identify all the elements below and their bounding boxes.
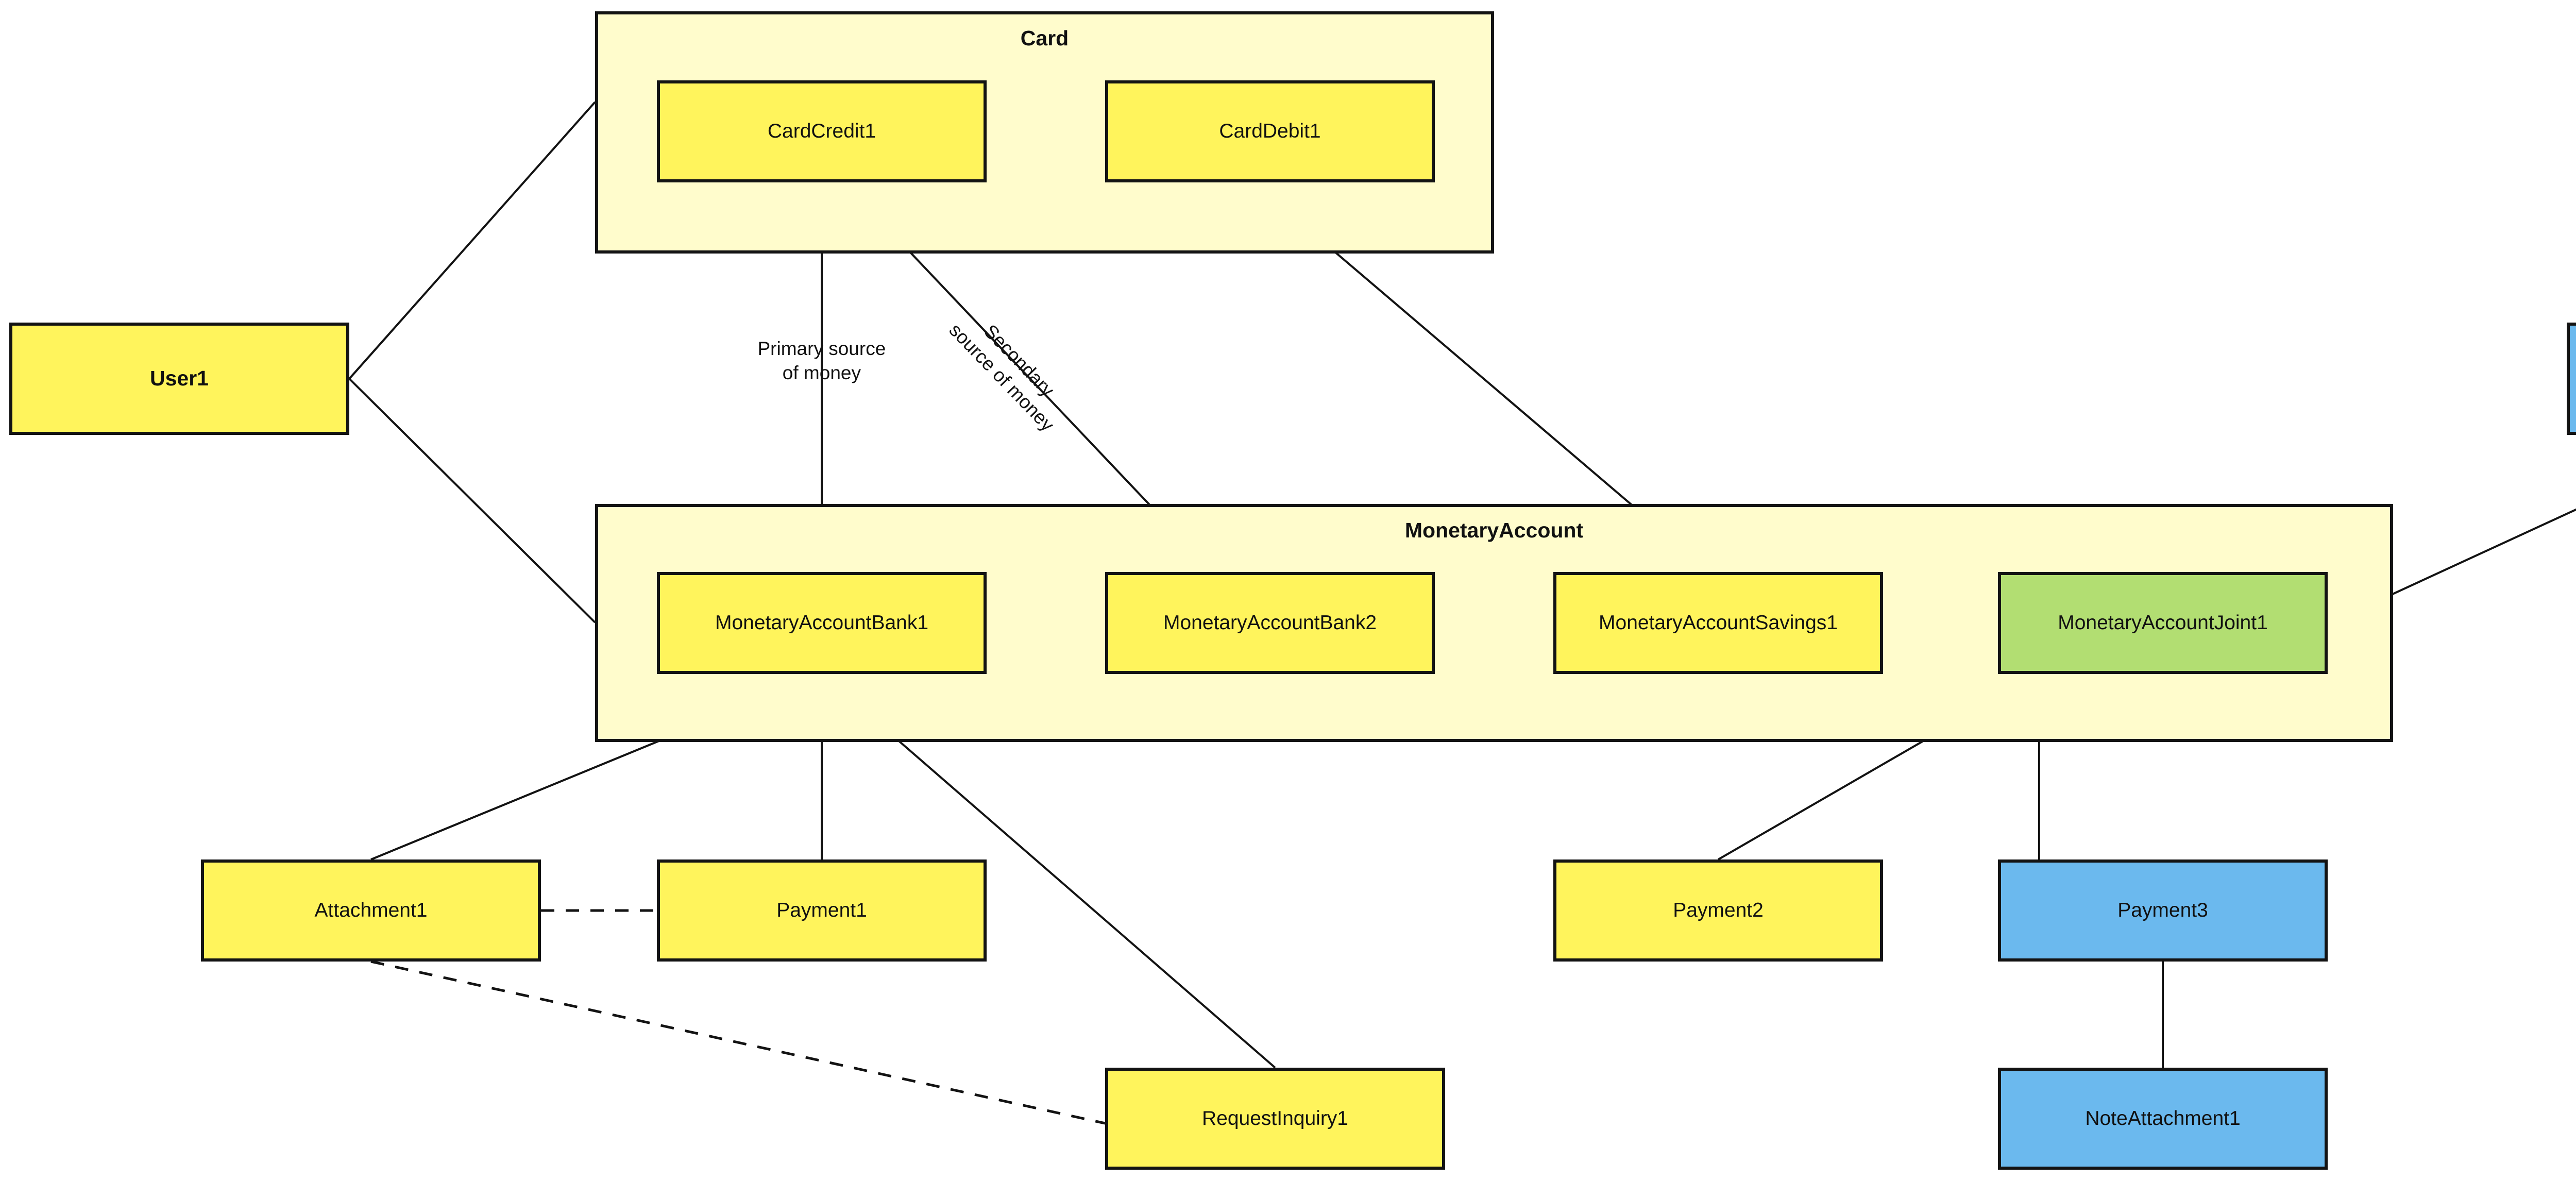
edge-label-primary-source-of-money: Primary source of money [757,338,886,383]
object-node-user1-label: User1 [150,366,209,391]
object-node-monetaryaccountbank1[interactable]: MonetaryAccountBank1 [657,572,987,674]
object-node-payment3[interactable]: Payment3 [1998,859,2328,962]
object-node-monetaryaccountbank1-label: MonetaryAccountBank1 [715,611,929,634]
edge-user1-card [348,101,596,380]
object-node-payment2-label: Payment2 [1673,899,1764,921]
edge-attachment1-requestinquiry1 [370,960,1106,1125]
object-node-cardcredit1[interactable]: CardCredit1 [657,80,987,182]
object-node-monetaryaccountsavings1[interactable]: MonetaryAccountSavings1 [1553,572,1883,674]
object-node-attachment1-label: Attachment1 [314,899,428,921]
object-node-requestinquiry1[interactable]: RequestInquiry1 [1105,1068,1445,1170]
object-node-carddebit1[interactable]: CardDebit1 [1105,80,1435,182]
edge-label-secondary-source-of-money: Secondary source of money [945,319,1059,436]
object-node-requestinquiry1-label: RequestInquiry1 [1201,1107,1348,1130]
object-node-carddebit1-label: CardDebit1 [1219,120,1321,142]
object-node-monetaryaccountsavings1-label: MonetaryAccountSavings1 [1599,611,1838,634]
edge-user1-monetaryaccount [348,378,596,623]
object-node-cardcredit1-label: CardCredit1 [767,120,876,142]
package-monetaryaccount-title: MonetaryAccount [1404,518,1584,542]
object-node-user1[interactable]: User1 [9,323,349,435]
object-node-user2[interactable]: User2 [2567,323,2576,435]
object-node-noteattachment1-label: NoteAttachment1 [2085,1107,2241,1130]
object-node-monetaryaccountjoint1-label: MonetaryAccountJoint1 [2058,611,2268,634]
object-node-noteattachment1[interactable]: NoteAttachment1 [1998,1068,2328,1170]
object-node-payment2[interactable]: Payment2 [1553,859,1883,962]
object-node-attachment1[interactable]: Attachment1 [201,859,541,962]
object-node-monetaryaccountjoint1[interactable]: MonetaryAccountJoint1 [1998,572,2328,674]
object-node-payment1-label: Payment1 [776,899,867,921]
object-node-monetaryaccountbank2[interactable]: MonetaryAccountBank2 [1105,572,1435,674]
package-card-title: Card [1020,26,1069,50]
object-node-monetaryaccountbank2-label: MonetaryAccountBank2 [1163,611,1377,634]
object-node-payment1[interactable]: Payment1 [657,859,987,962]
object-node-payment3-label: Payment3 [2117,899,2208,921]
